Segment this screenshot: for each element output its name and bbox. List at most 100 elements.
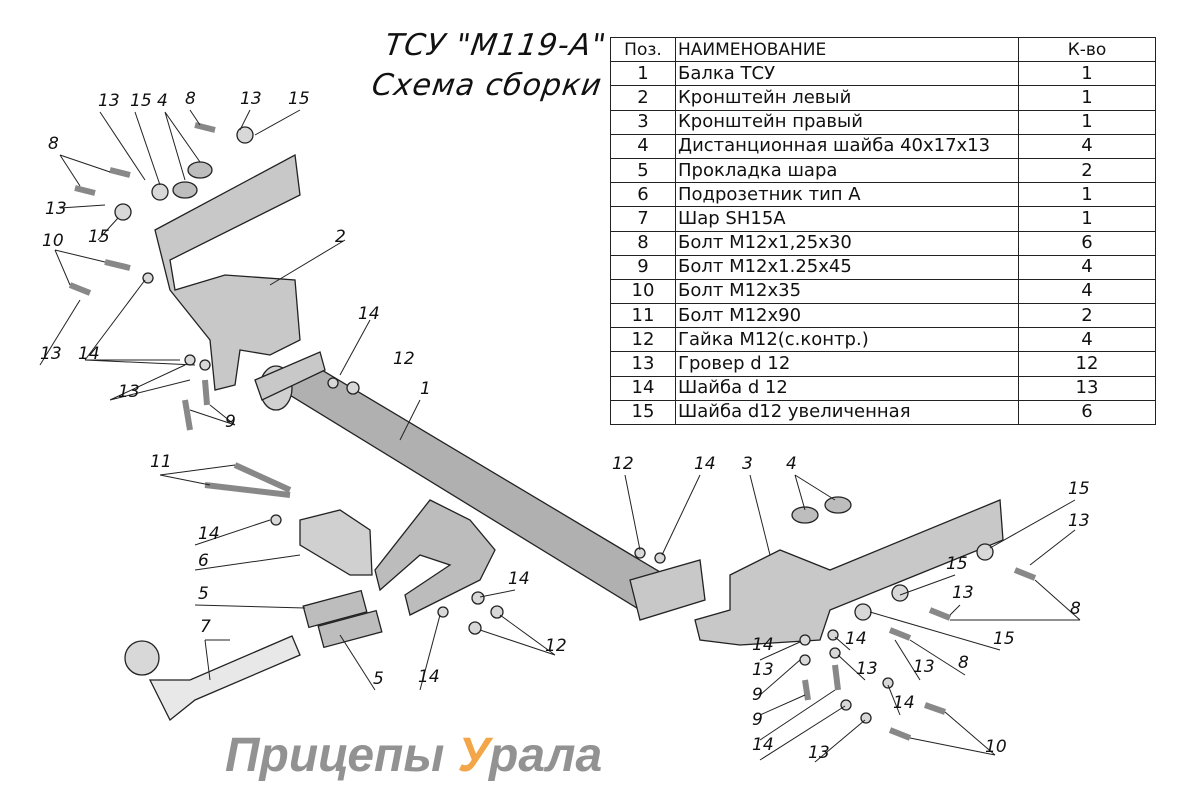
callout-label: 12 — [545, 636, 567, 656]
callout-label: 15 — [946, 554, 968, 574]
callout-label: 13 — [856, 659, 878, 679]
socket-plate — [299, 509, 373, 576]
callout-label: 14 — [893, 693, 915, 713]
callout-label: 11 — [150, 452, 172, 472]
callout-label: 3 — [742, 454, 753, 474]
pos-cell: 4 — [610, 133, 676, 159]
pos-cell: 8 — [610, 230, 676, 256]
qty-cell: 1 — [1018, 206, 1156, 232]
callout-label: 14 — [752, 635, 774, 655]
spacer — [187, 161, 213, 179]
callout-label: 15 — [130, 91, 152, 111]
callout-label: 5 — [373, 669, 384, 689]
callout-label: 13 — [752, 660, 774, 680]
beam-plate-right — [629, 559, 706, 621]
pos-cell: 15 — [610, 399, 676, 426]
callout-label: 13 — [45, 199, 67, 219]
callout-label: 8 — [958, 653, 969, 673]
callout-label: 9 — [752, 685, 763, 705]
callout-label: 9 — [752, 710, 763, 730]
pos-cell: 5 — [610, 157, 676, 184]
beam-plate-left — [254, 351, 326, 401]
name-cell: Шайба d12 увеличенная — [675, 399, 1019, 426]
name-cell: Гайка М12(с.контр.) — [675, 327, 1019, 353]
qty-cell: 4 — [1018, 254, 1156, 280]
watermark-logo: Прицепы Урала — [225, 728, 602, 784]
watermark-part: рала — [489, 729, 603, 782]
qty-cell: 2 — [1018, 303, 1156, 329]
callout-label: 14 — [752, 735, 774, 755]
name-cell: Болт М12х90 — [675, 303, 1019, 329]
name-cell: Болт М12х1,25х30 — [675, 230, 1019, 256]
qty-cell: 4 — [1018, 327, 1156, 353]
bracket-right — [694, 499, 1004, 646]
spacer — [824, 496, 852, 514]
qty-cell: 6 — [1018, 230, 1156, 256]
callout-label: 10 — [985, 737, 1007, 757]
ball-mount-plates — [374, 499, 496, 616]
leader-lines — [39, 109, 1081, 763]
qty-cell: 13 — [1018, 375, 1156, 401]
callout-label: 13 — [118, 382, 140, 402]
qty-cell: 4 — [1018, 133, 1156, 159]
qty-cell: 2 — [1018, 157, 1156, 184]
qty-cell: 1 — [1018, 109, 1156, 135]
callout-label: 8 — [1070, 599, 1081, 619]
callout-label: 13 — [808, 743, 830, 763]
pos-cell: 7 — [610, 206, 676, 232]
callout-label: 2 — [335, 227, 346, 247]
callout-label: 12 — [393, 349, 415, 369]
fasteners — [68, 122, 1037, 741]
bracket-left — [154, 153, 301, 391]
pos-cell: 9 — [610, 254, 676, 280]
pos-cell: 14 — [610, 375, 676, 401]
callout-label: 8 — [185, 89, 196, 109]
callout-label: 14 — [845, 629, 867, 649]
callout-label: 15 — [993, 629, 1015, 649]
ball-spacer — [302, 589, 368, 629]
callout-label: 5 — [198, 584, 209, 604]
callout-label: 15 — [288, 89, 310, 109]
col-qty: К-во — [1018, 36, 1156, 63]
name-cell: Прокладка шара — [675, 157, 1019, 184]
name-cell: Подрозетник тип А — [675, 182, 1019, 208]
spacer — [791, 506, 819, 524]
name-cell: Кронштейн левый — [675, 85, 1019, 111]
callout-label: 4 — [157, 91, 168, 111]
qty-cell: 12 — [1018, 351, 1156, 377]
qty-cell: 4 — [1018, 278, 1156, 305]
name-cell: Балка ТСУ — [675, 61, 1019, 87]
col-name: НАИМЕНОВАНИЕ — [675, 36, 1019, 63]
pos-cell: 13 — [610, 351, 676, 377]
callout-label: 9 — [225, 412, 236, 432]
pos-cell: 10 — [610, 278, 676, 305]
callout-label: 6 — [198, 551, 209, 571]
callout-label: 12 — [612, 454, 634, 474]
callout-label: 13 — [40, 344, 62, 364]
qty-cell: 1 — [1018, 61, 1156, 87]
callout-label: 14 — [418, 667, 440, 687]
callout-label: 10 — [42, 231, 64, 251]
name-cell: Кронштейн правый — [675, 109, 1019, 135]
callout-label: 13 — [240, 89, 262, 109]
callout-label: 1 — [420, 379, 431, 399]
callout-label: 13 — [952, 583, 974, 603]
qty-cell: 6 — [1018, 399, 1156, 426]
callout-label: 13 — [1068, 511, 1090, 531]
name-cell: Дистанционная шайба 40х17х13 — [675, 133, 1019, 159]
